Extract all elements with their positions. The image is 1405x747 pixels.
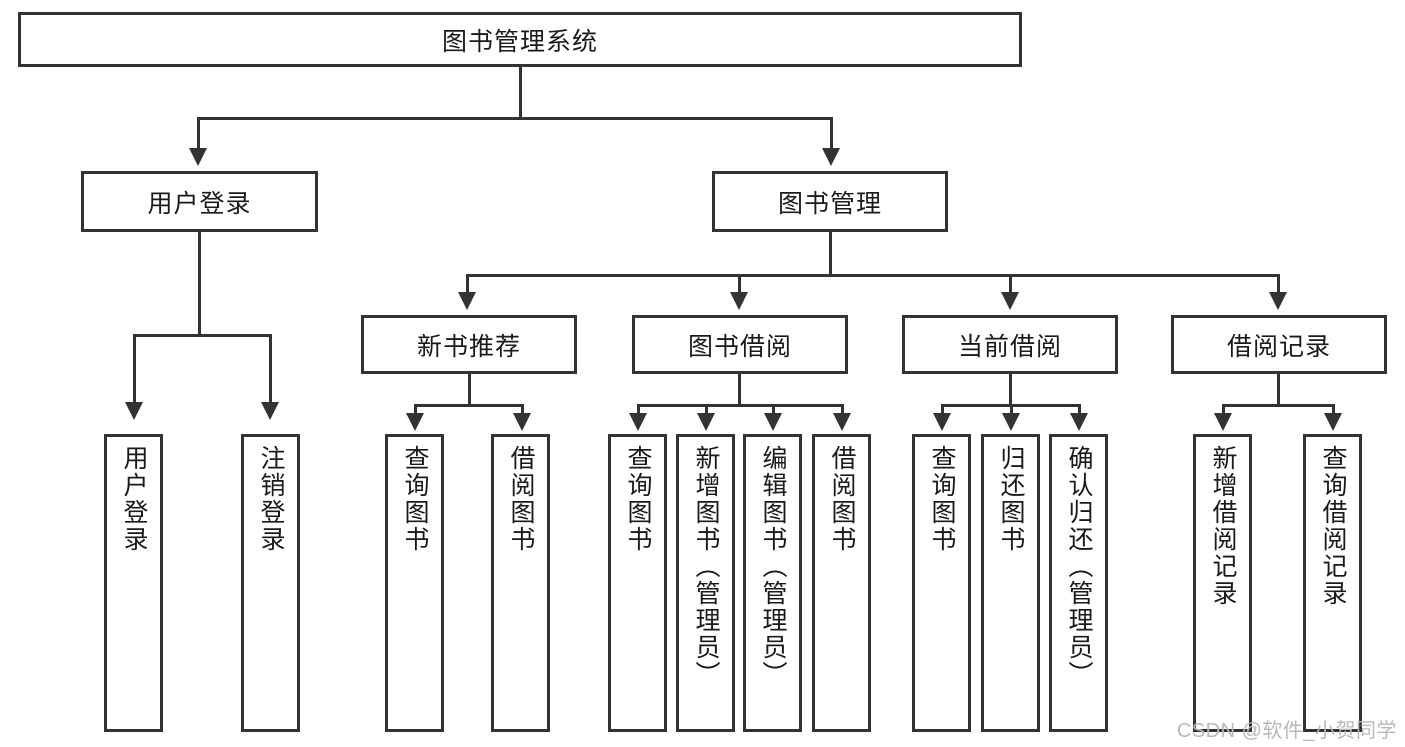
leaf-node-query-books-borrow[interactable]: 查询图书 (608, 434, 667, 732)
watermark-text: CSDN @软件_小贺同学 (1176, 720, 1397, 742)
connector-user-login-to-leaf-2 (269, 334, 272, 404)
connector-current-borrow-to-leaf-3 (1078, 404, 1081, 420)
arrowhead-book-mgmt-to-current-borrow (1001, 292, 1019, 310)
arrowhead-current-borrow-to-leaf-3 (1070, 413, 1088, 431)
leaf-node-logout[interactable]: 注销登录 (241, 434, 300, 732)
connector-borrow-records-to-leaf-2 (1332, 404, 1335, 420)
connector-book-mgmt-to-current-borrow (1009, 274, 1012, 300)
connector-root-to-book-management (830, 117, 833, 150)
connector-book-borrow-bus (637, 404, 844, 407)
connector-book-management-bus (466, 274, 1280, 277)
connector-new-books-trunk (468, 374, 471, 406)
leaf-node-edit-book-admin[interactable]: 编辑图书（管理员） (743, 434, 802, 732)
connector-book-mgmt-to-borrow (738, 274, 741, 300)
arrowhead-book-mgmt-to-borrow-records (1269, 292, 1287, 310)
connector-book-management-trunk (829, 232, 832, 276)
connector-borrow-records-to-leaf-1 (1222, 404, 1225, 420)
leaf-label: 借阅图书 (828, 445, 856, 553)
leaf-label: 查询图书 (624, 445, 652, 553)
connector-user-login-trunk (198, 232, 201, 336)
leaf-node-confirm-return-admin[interactable]: 确认归还（管理员） (1049, 434, 1108, 732)
connector-root-bus (197, 117, 833, 120)
connector-current-borrow-to-leaf-2 (1010, 404, 1013, 420)
connector-new-books-bus (414, 404, 524, 407)
leaf-node-query-books-current[interactable]: 查询图书 (912, 434, 971, 732)
node-user-login[interactable]: 用户登录 (81, 171, 318, 232)
connector-user-login-to-leaf-1 (133, 334, 136, 404)
node-label: 图书管理 (777, 189, 882, 218)
leaf-label: 编辑图书（管理员） (759, 445, 787, 688)
leaf-label: 用户登录 (120, 445, 148, 553)
arrowhead-current-borrow-to-leaf-2 (1002, 413, 1020, 431)
connector-root-to-user-login (197, 117, 200, 150)
leaf-label: 查询借阅记录 (1319, 445, 1347, 607)
arrowhead-book-borrow-to-leaf-3 (764, 413, 782, 431)
connector-user-login-bus (133, 334, 272, 337)
leaf-label: 新增借阅记录 (1209, 445, 1237, 607)
connector-borrow-records-bus (1222, 404, 1334, 407)
node-book-management[interactable]: 图书管理 (712, 171, 948, 232)
leaf-node-user-login[interactable]: 用户登录 (104, 434, 163, 732)
arrowhead-user-login-to-leaf-1 (125, 402, 143, 420)
arrowhead-book-mgmt-to-new-books (458, 292, 476, 310)
arrowhead-book-borrow-to-leaf-1 (629, 413, 647, 431)
node-current-borrow[interactable]: 当前借阅 (902, 315, 1118, 374)
arrowhead-root-to-book-management (822, 148, 840, 166)
arrowhead-current-borrow-to-leaf-1 (933, 413, 951, 431)
arrowhead-root-to-user-login (189, 148, 207, 166)
leaf-label: 借阅图书 (507, 445, 535, 553)
connector-root-trunk (519, 67, 522, 119)
arrowhead-borrow-records-to-leaf-2 (1324, 413, 1342, 431)
leaf-label: 新增图书（管理员） (692, 445, 720, 688)
node-label: 图书借阅 (687, 332, 792, 361)
connector-current-borrow-to-leaf-1 (941, 404, 944, 420)
arrowhead-book-borrow-to-leaf-4 (833, 413, 851, 431)
connector-new-books-to-leaf-2 (521, 404, 524, 420)
leaf-node-query-borrow-record[interactable]: 查询借阅记录 (1303, 434, 1362, 732)
leaf-node-return-books[interactable]: 归还图书 (981, 434, 1040, 732)
node-label: 当前借阅 (957, 332, 1062, 361)
leaf-node-add-book-admin[interactable]: 新增图书（管理员） (676, 434, 735, 732)
connector-book-mgmt-to-borrow-records (1277, 274, 1280, 300)
arrowhead-user-login-to-leaf-2 (261, 402, 279, 420)
node-label: 图书管理系统 (441, 27, 598, 56)
connector-current-borrow-trunk (1009, 374, 1012, 406)
connector-book-mgmt-to-new-books (466, 274, 469, 300)
arrowhead-book-mgmt-to-borrow (730, 292, 748, 310)
arrowhead-new-books-to-leaf-1 (406, 413, 424, 431)
node-borrow-records[interactable]: 借阅记录 (1171, 315, 1387, 374)
leaf-node-borrow-books[interactable]: 借阅图书 (812, 434, 871, 732)
connector-borrow-records-trunk (1277, 374, 1280, 406)
node-book-borrow[interactable]: 图书借阅 (632, 315, 848, 374)
leaf-label: 查询图书 (928, 445, 956, 553)
arrowhead-borrow-records-to-leaf-1 (1214, 413, 1232, 431)
leaf-node-query-books-recommend[interactable]: 查询图书 (385, 434, 444, 732)
connector-book-borrow-trunk (738, 374, 741, 406)
leaf-label: 查询图书 (401, 445, 429, 553)
connector-new-books-to-leaf-1 (414, 404, 417, 420)
leaf-label: 确认归还（管理员） (1065, 445, 1093, 688)
node-label: 用户登录 (147, 189, 252, 218)
leaf-label: 注销登录 (257, 445, 285, 553)
connector-book-borrow-to-leaf-4 (841, 404, 844, 420)
node-new-book-recommend[interactable]: 新书推荐 (361, 315, 577, 374)
connector-book-borrow-to-leaf-3 (772, 404, 775, 420)
leaf-node-add-borrow-record[interactable]: 新增借阅记录 (1193, 434, 1252, 732)
connector-book-borrow-to-leaf-1 (637, 404, 640, 420)
arrowhead-new-books-to-leaf-2 (513, 413, 531, 431)
node-label: 借阅记录 (1226, 332, 1331, 361)
node-label: 新书推荐 (416, 332, 521, 361)
leaf-node-borrow-books-recommend[interactable]: 借阅图书 (491, 434, 550, 732)
leaf-label: 归还图书 (997, 445, 1025, 553)
node-root-book-management-system[interactable]: 图书管理系统 (18, 12, 1022, 67)
connector-book-borrow-to-leaf-2 (705, 404, 708, 420)
arrowhead-book-borrow-to-leaf-2 (697, 413, 715, 431)
